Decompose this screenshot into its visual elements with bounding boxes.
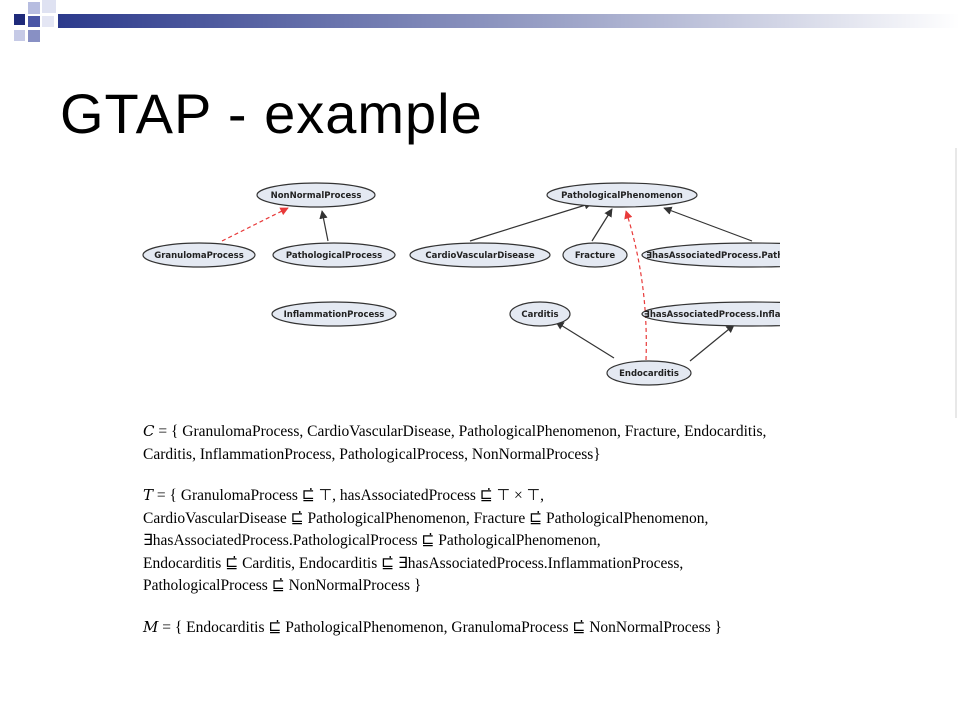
edge-fracture-to-phenomenon: [591, 208, 613, 242]
node-inflammation-process: InflammationProcess: [271, 301, 397, 327]
mapping-set: M = { Endocarditis ⊑̇ PathologicalPhenom…: [143, 616, 883, 640]
mapping-edge-granuloma-to-non-normal: [221, 207, 289, 242]
node-label: InflammationProcess: [284, 310, 385, 320]
node-endocarditis: Endocarditis: [606, 360, 692, 386]
node-label: NonNormalProcess: [271, 191, 362, 201]
node-label: Carditis: [521, 310, 558, 320]
node-label: Fracture: [575, 251, 616, 261]
concept-set-line: = { GranulomaProcess, CardioVascularDise…: [158, 423, 767, 440]
edge-exists-pathological-to-phenomenon: [663, 206, 753, 242]
edge-endocarditis-to-exists-inflammation: [689, 324, 735, 362]
node-label: GranulomaProcess: [154, 251, 244, 261]
tbox-line: = { GranulomaProcess ⊑̇ ⊤, hasAssociated…: [156, 487, 545, 504]
node-label: ∃hasAssociatedProcess.PathologicalProces…: [646, 251, 780, 261]
tbox-line: Endocarditis ⊑̇ Carditis, Endocarditis ⊑…: [143, 554, 684, 572]
node-label: PathologicalPhenomenon: [561, 191, 683, 201]
concept-set: C = { GranulomaProcess, CardioVascularDi…: [143, 420, 883, 466]
edge-endocarditis-to-carditis: [555, 321, 615, 359]
node-label: CardioVascularDisease: [425, 251, 534, 261]
right-edge-line: [955, 148, 957, 418]
node-exists-inflammation-process: ∃hasAssociatedProcess.InflammationProces…: [641, 301, 780, 327]
mapping-symbol: M: [143, 617, 159, 636]
node-fracture: Fracture: [562, 242, 628, 268]
node-carditis: Carditis: [509, 301, 571, 327]
node-granuloma-process: GranulomaProcess: [142, 242, 256, 268]
tbox-line: ∃hasAssociatedProcess.PathologicalProces…: [143, 532, 601, 549]
tbox-symbol: T: [143, 486, 154, 504]
mapping-edge-endocarditis-to-phenomenon: [624, 210, 647, 361]
edge-pathological-process-to-non-normal: [319, 210, 329, 242]
node-pathological-phenomenon: PathologicalPhenomenon: [546, 182, 698, 208]
concept-set-line: Carditis, InflammationProcess, Pathologi…: [143, 445, 601, 463]
node-label: PathologicalProcess: [286, 251, 382, 261]
mapping-line: = { Endocarditis ⊑̇ PathologicalPhenomen…: [162, 618, 722, 636]
edge-cardiovascular-to-phenomenon: [469, 201, 593, 242]
node-exists-pathological-process: ∃hasAssociatedProcess.PathologicalProces…: [641, 242, 780, 268]
node-cardio-vascular-disease: CardioVascularDisease: [409, 242, 551, 268]
slide-title: GTAP - example: [60, 82, 483, 145]
tbox-axioms: T = { GranulomaProcess ⊑̇ ⊤, hasAssociat…: [143, 484, 883, 598]
node-non-normal-process: NonNormalProcess: [256, 182, 376, 208]
node-label: Endocarditis: [619, 369, 679, 379]
ontology-diagram: NonNormalProcess GranulomaProcess Pathol…: [142, 182, 780, 386]
concept-set-symbol: C: [143, 422, 155, 440]
formal-definitions: C = { GranulomaProcess, CardioVascularDi…: [143, 420, 883, 657]
node-label: ∃hasAssociatedProcess.InflammationProces…: [644, 310, 780, 320]
node-pathological-process: PathologicalProcess: [272, 242, 396, 268]
tbox-line: PathologicalProcess ⊑̇ NonNormalProcess …: [143, 577, 422, 594]
tbox-line: CardioVascularDisease ⊑̇ PathologicalPhe…: [143, 509, 709, 527]
slide-header-decoration: [14, 0, 960, 42]
